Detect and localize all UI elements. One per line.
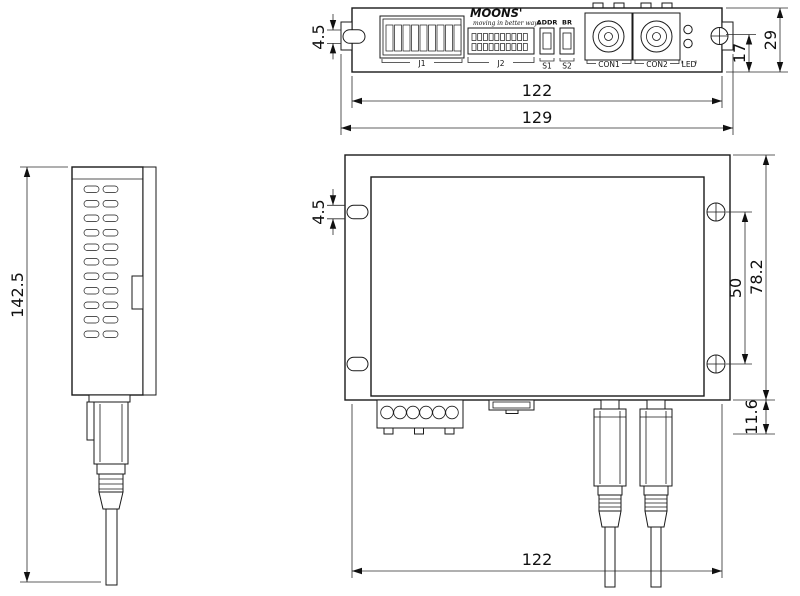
dim-top-width-body: 122 <box>351 76 723 108</box>
dim-front-hole-spacing: 50 <box>726 211 752 365</box>
side-clip <box>131 275 144 310</box>
s1-switch <box>539 27 555 55</box>
j2-connector <box>467 27 535 55</box>
svg-text:4.5: 4.5 <box>309 199 328 224</box>
side-cable-assembly <box>86 394 131 586</box>
j1-leader <box>381 59 463 63</box>
cable-connector-2 <box>639 399 673 588</box>
led-leader <box>681 60 697 64</box>
dim-side-height-overall: 142.5 <box>8 166 101 583</box>
vent-slots <box>83 185 119 338</box>
cable <box>650 526 662 588</box>
top-view: J1 MOONS' moving in better ways J2 ADDR … <box>340 2 734 73</box>
front-screw-top <box>706 202 726 222</box>
top-edge-tab <box>640 2 652 9</box>
led-label: LED <box>682 60 697 69</box>
top-edge-tab <box>613 2 625 9</box>
dim-top-slot-width: 4.5 <box>309 14 341 60</box>
svg-text:129: 129 <box>522 108 553 127</box>
front-mounting-slot-bottom <box>346 356 369 372</box>
svg-text:11.6: 11.6 <box>742 399 761 435</box>
svg-text:122: 122 <box>522 550 553 569</box>
side-view <box>71 166 157 586</box>
s1-label: S1 <box>542 62 552 71</box>
j1-label: J1 <box>418 59 426 68</box>
side-mount-plate <box>142 166 157 396</box>
dim-front-bottom-protrusion: 11.6 <box>733 399 775 435</box>
moons-logo: MOONS' moving in better ways <box>470 6 541 27</box>
svg-text:50: 50 <box>726 278 745 298</box>
con-leaders <box>586 60 680 64</box>
j2-leader <box>467 57 535 63</box>
s2-label: S2 <box>562 62 572 71</box>
svg-text:78.2: 78.2 <box>747 259 766 295</box>
switch-leaders <box>539 58 575 62</box>
brand-text: MOONS' <box>470 6 522 20</box>
front-cover <box>370 176 705 397</box>
led-indicators <box>683 24 693 49</box>
cable <box>105 508 118 586</box>
cable <box>604 526 616 588</box>
dim-top-width-overall: 129 <box>340 54 734 135</box>
bottom-aux-connector <box>488 399 535 414</box>
svg-text:4.5: 4.5 <box>309 24 328 49</box>
dim-top-depth-overall: 29 <box>726 7 788 73</box>
con1-connector <box>584 12 633 61</box>
brand-tagline: moving in better ways <box>473 20 541 27</box>
bottom-terminal-block <box>376 399 464 435</box>
dim-front-slot-width: 4.5 <box>309 189 345 235</box>
svg-text:17: 17 <box>730 43 749 63</box>
con2-connector <box>632 12 681 61</box>
svg-text:122: 122 <box>522 81 553 100</box>
j2-label: J2 <box>497 59 505 68</box>
br-label: BR <box>562 19 572 27</box>
front-view <box>344 154 731 588</box>
addr-label: ADDR <box>537 19 558 27</box>
s2-switch <box>559 27 575 55</box>
top-edge-tab <box>592 2 604 9</box>
con1-label: CON1 <box>598 60 620 69</box>
dim-front-height-overall: 78.2 <box>733 154 775 401</box>
mounting-slot <box>342 29 366 44</box>
con2-label: CON2 <box>646 60 668 69</box>
front-screw-bottom <box>706 354 726 374</box>
cable-connector-1 <box>593 399 627 588</box>
svg-text:29: 29 <box>761 30 780 50</box>
svg-text:142.5: 142.5 <box>8 272 27 318</box>
j1-terminal <box>379 15 465 59</box>
dim-front-width-body: 122 <box>351 404 723 578</box>
mounting-screw-icon <box>710 27 729 45</box>
top-edge-tab <box>661 2 673 9</box>
dim-top-depth-inner: 17 <box>726 34 756 72</box>
front-mounting-slot-top <box>346 204 369 220</box>
